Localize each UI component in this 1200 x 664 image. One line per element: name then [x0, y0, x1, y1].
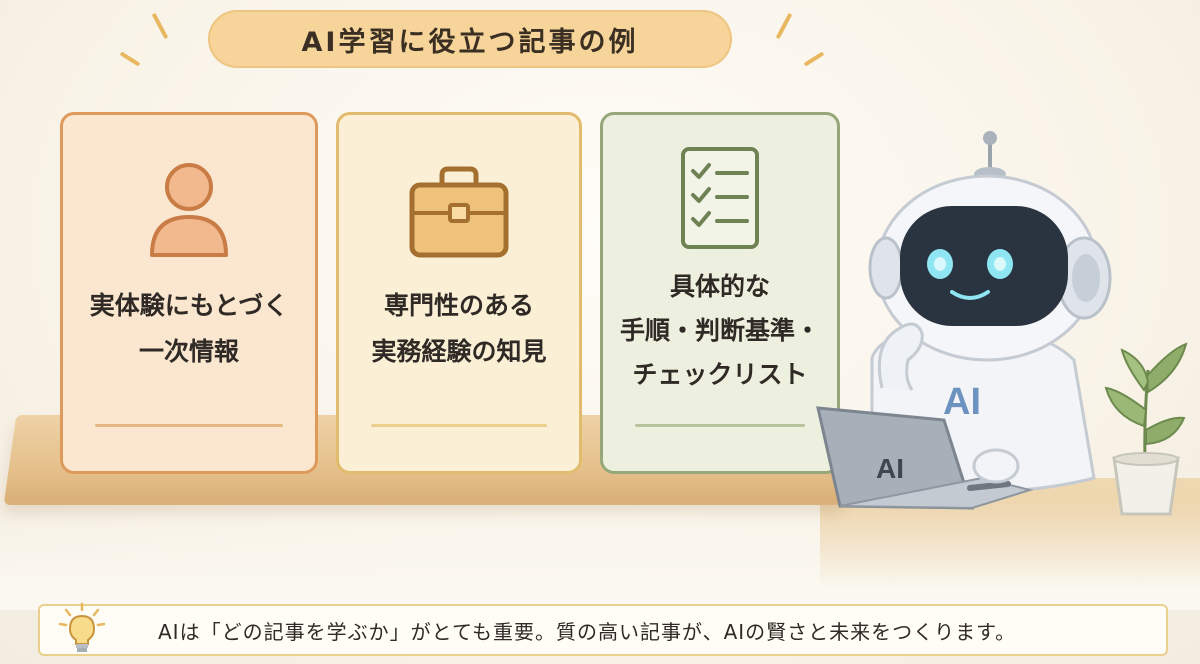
page-title: AI学習に役立つ記事の例 — [301, 26, 639, 58]
card-divider — [95, 424, 283, 427]
card-text: 具体的な 手順・判断基準・ チェックリスト — [620, 265, 820, 397]
lightbulb-icon — [58, 602, 106, 652]
title-banner: AI学習に役立つ記事の例 — [208, 10, 732, 68]
card-divider — [635, 424, 805, 427]
robot-illustration: AI AI — [816, 131, 1112, 510]
card-professional-expertise: 専門性のある 実務経験の知見 — [336, 112, 582, 474]
summary-text: AIは「どの記事を学ぶか」がとても重要。質の高い記事が、AIの賢さと未来をつくり… — [158, 619, 1017, 644]
card-line: チェックリスト — [632, 360, 808, 389]
card-line: 具体的な — [669, 272, 770, 301]
card-first-hand-experience: 実体験にもとづく 一次情報 — [60, 112, 318, 474]
card-line: 専門性のある — [383, 291, 534, 320]
person-icon — [150, 163, 228, 257]
card-line: 手順・判断基準・ — [619, 316, 820, 345]
laptop-label: AI — [876, 453, 904, 484]
card-concrete-procedures: 具体的な 手順・判断基準・ チェックリスト — [600, 112, 840, 474]
floor-fade — [0, 500, 1200, 610]
card-text: 専門性のある 実務経験の知見 — [371, 283, 546, 375]
card-line: 一次情報 — [138, 337, 239, 366]
card-line: 実体験にもとづく — [89, 291, 289, 320]
summary-note: AIは「どの記事を学ぶか」がとても重要。質の高い記事が、AIの賢さと未来をつくり… — [38, 602, 1168, 656]
checklist-icon — [681, 147, 759, 249]
card-divider — [371, 424, 547, 427]
potted-plant-illustration — [1104, 342, 1188, 516]
robot-chest-label: AI — [943, 381, 981, 423]
card-line: 実務経験の知見 — [371, 337, 547, 366]
briefcase-icon — [409, 166, 509, 258]
card-text: 実体験にもとづく 一次情報 — [90, 283, 289, 375]
